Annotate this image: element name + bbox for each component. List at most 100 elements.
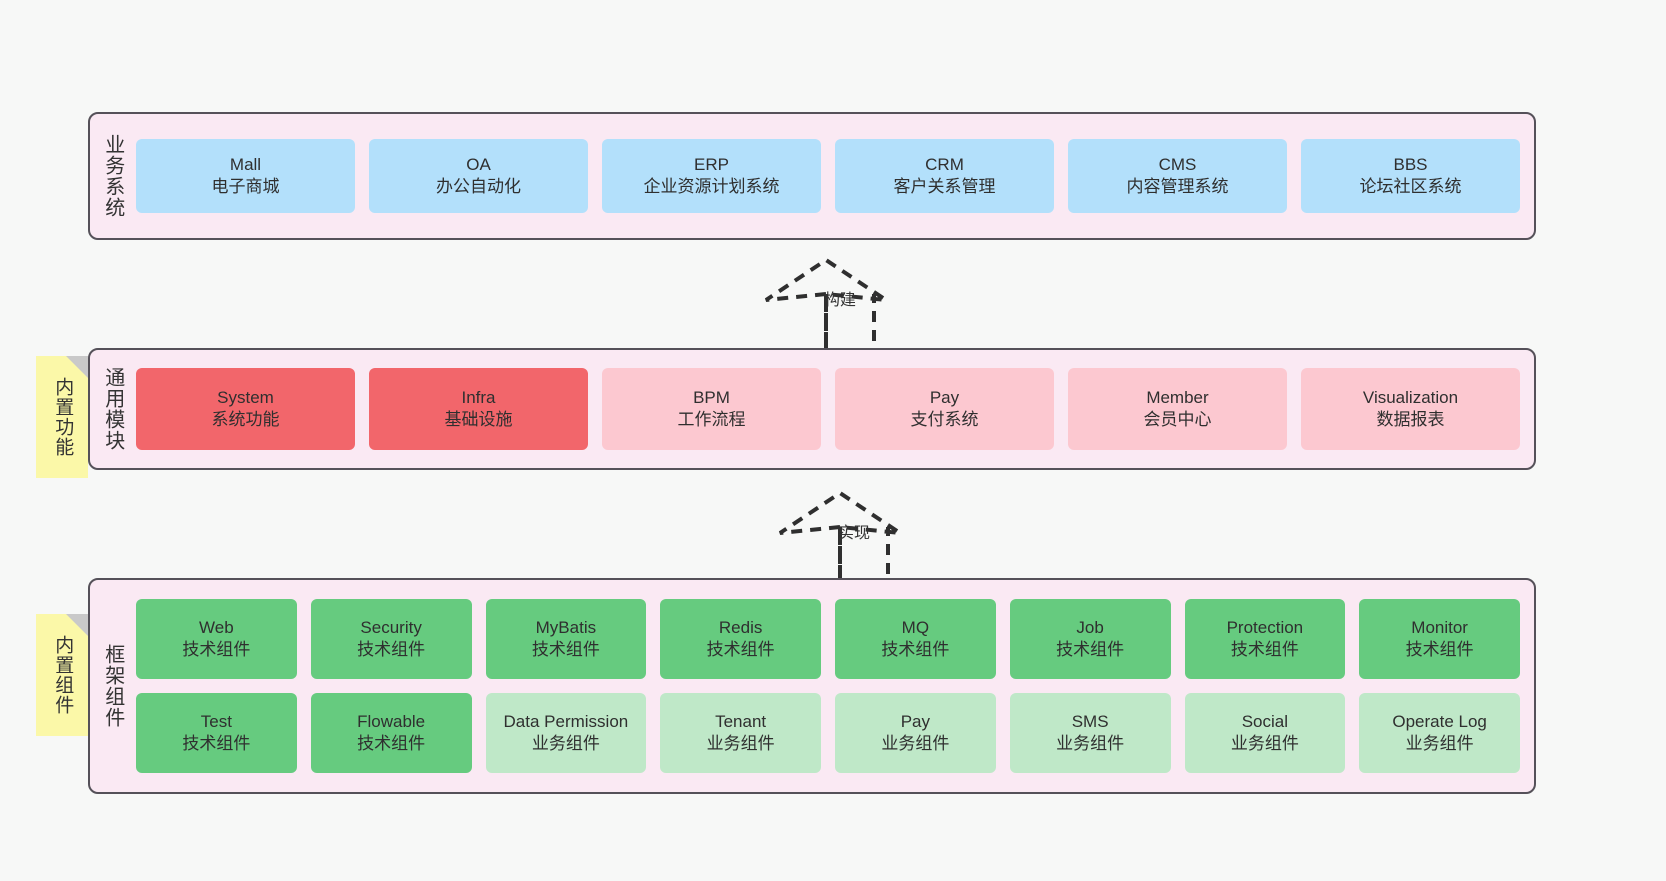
node-label-cn: 业务组件 <box>1405 734 1474 753</box>
connector-realize: 实现 <box>770 489 930 589</box>
node-bpm[interactable]: BPM 工作流程 <box>602 368 821 450</box>
node-label-cn: 办公自动化 <box>436 177 521 196</box>
node-monitor[interactable]: Monitor 技术组件 <box>1359 599 1520 679</box>
node-label-cn: 技术组件 <box>182 640 251 659</box>
node-mybatis[interactable]: MyBatis 技术组件 <box>485 599 647 679</box>
layer-common-module: 通用模块 System 系统功能 Infra 基础设施 BPM 工作流程 Pay… <box>88 348 1536 470</box>
note-fold-corner-icon <box>66 614 88 636</box>
node-label-cn: 技术组件 <box>1056 640 1125 659</box>
node-label-en: CMS <box>1158 154 1197 174</box>
node-label-en: MQ <box>901 617 930 637</box>
connector-build: 构建 <box>756 256 916 356</box>
node-redis[interactable]: Redis 技术组件 <box>660 599 821 679</box>
node-label-en: Operate Log <box>1392 711 1487 731</box>
node-cms[interactable]: CMS 内容管理系统 <box>1068 139 1287 213</box>
node-label-en: Pay <box>900 711 931 731</box>
node-system[interactable]: System 系统功能 <box>136 368 355 450</box>
node-oa[interactable]: OA 办公自动化 <box>369 139 588 213</box>
node-label-en: Mall <box>229 154 262 174</box>
layer-body-framework-component: Web 技术组件 Security 技术组件 MyBatis 技术组件 Redi… <box>134 580 1534 792</box>
layer-business-system: 业务系统 Mall 电子商城 OA 办公自动化 ERP 企业资源计划系统 CRM… <box>88 112 1536 240</box>
node-label-cn: 业务组件 <box>1230 734 1299 753</box>
node-label-en: Member <box>1146 387 1209 407</box>
node-label-cn: 技术组件 <box>531 640 600 659</box>
connector-build-label: 构建 <box>824 292 857 309</box>
node-label-cn: 支付系统 <box>910 410 979 429</box>
node-label-cn: 系统功能 <box>211 410 280 429</box>
node-label-en: Protection <box>1226 617 1304 637</box>
node-flowable[interactable]: Flowable 技术组件 <box>310 693 472 773</box>
node-label-en: Test <box>200 711 232 731</box>
node-operate-log[interactable]: Operate Log 业务组件 <box>1359 693 1520 773</box>
connector-realize-arrow <box>778 490 902 585</box>
node-mall[interactable]: Mall 电子商城 <box>136 139 355 213</box>
note-builtin-function-label: 内置功能 <box>52 377 74 457</box>
node-label-cn: 电子商城 <box>211 177 280 196</box>
node-label-cn: 会员中心 <box>1143 410 1212 429</box>
node-infra[interactable]: Infra 基础设施 <box>369 368 588 450</box>
node-pay-module[interactable]: Pay 支付系统 <box>835 368 1054 450</box>
framework-row-technical: Web 技术组件 Security 技术组件 MyBatis 技术组件 Redi… <box>136 599 1520 679</box>
node-label-en: System <box>217 387 274 407</box>
node-label-cn: 技术组件 <box>357 734 426 753</box>
connector-realize-label: 实现 <box>838 525 871 542</box>
node-security[interactable]: Security 技术组件 <box>310 599 472 679</box>
node-sms[interactable]: SMS 业务组件 <box>1009 693 1171 773</box>
node-label-en: SMS <box>1071 711 1109 731</box>
node-member[interactable]: Member 会员中心 <box>1068 368 1287 450</box>
node-label-cn: 企业资源计划系统 <box>643 177 780 196</box>
note-builtin-component: 内置组件 <box>36 614 88 736</box>
node-label-en: Infra <box>461 387 496 407</box>
node-test[interactable]: Test 技术组件 <box>136 693 297 773</box>
node-pay-component[interactable]: Pay 业务组件 <box>835 693 996 773</box>
layer-framework-component: 框架组件 Web 技术组件 Security 技术组件 MyBatis 技术组件… <box>88 578 1536 794</box>
node-label-en: Security <box>360 617 422 637</box>
node-label-en: Job <box>1076 617 1104 637</box>
node-label-en: ERP <box>694 154 729 174</box>
node-label-cn: 技术组件 <box>706 640 775 659</box>
node-label-cn: 业务组件 <box>881 734 950 753</box>
layer-title-business-system: 业务系统 <box>101 134 124 218</box>
node-label-en: Tenant <box>715 711 767 731</box>
node-label-cn: 内容管理系统 <box>1126 177 1229 196</box>
layer-body-common-module: System 系统功能 Infra 基础设施 BPM 工作流程 Pay 支付系统… <box>134 350 1534 468</box>
layer-title-framework-component: 框架组件 <box>101 644 124 728</box>
connector-build-arrow <box>764 257 888 352</box>
node-label-en: Redis <box>718 617 763 637</box>
node-label-cn: 技术组件 <box>182 734 251 753</box>
node-label-cn: 基础设施 <box>444 410 513 429</box>
node-label-cn: 技术组件 <box>1405 640 1474 659</box>
node-label-en: Data Permission <box>503 711 629 731</box>
layer-body-business-system: Mall 电子商城 OA 办公自动化 ERP 企业资源计划系统 CRM 客户关系… <box>134 114 1534 238</box>
node-label-en: MyBatis <box>535 617 597 637</box>
node-label-en: OA <box>466 154 491 174</box>
note-builtin-function: 内置功能 <box>36 356 88 478</box>
node-erp[interactable]: ERP 企业资源计划系统 <box>602 139 821 213</box>
node-protection[interactable]: Protection 技术组件 <box>1184 599 1346 679</box>
node-label-cn: 数据报表 <box>1376 410 1445 429</box>
note-builtin-component-label: 内置组件 <box>52 635 74 715</box>
node-crm[interactable]: CRM 客户关系管理 <box>835 139 1054 213</box>
node-label-cn: 技术组件 <box>1230 640 1299 659</box>
note-fold-corner-icon <box>66 356 88 378</box>
framework-row-business: Test 技术组件 Flowable 技术组件 Data Permission … <box>136 693 1520 773</box>
node-label-cn: 客户关系管理 <box>893 177 996 196</box>
node-label-cn: 工作流程 <box>677 410 746 429</box>
node-label-en: Social <box>1241 711 1289 731</box>
node-social[interactable]: Social 业务组件 <box>1184 693 1346 773</box>
node-label-en: Pay <box>929 387 960 407</box>
node-visualization[interactable]: Visualization 数据报表 <box>1301 368 1520 450</box>
node-label-en: Flowable <box>357 711 426 731</box>
node-label-cn: 技术组件 <box>357 640 426 659</box>
node-label-en: Web <box>199 617 234 637</box>
node-label-en: Visualization <box>1362 387 1459 407</box>
node-bbs[interactable]: BBS 论坛社区系统 <box>1301 139 1520 213</box>
node-label-cn: 业务组件 <box>706 734 775 753</box>
node-web[interactable]: Web 技术组件 <box>136 599 297 679</box>
node-data-permission[interactable]: Data Permission 业务组件 <box>485 693 647 773</box>
node-mq[interactable]: MQ 技术组件 <box>835 599 996 679</box>
node-job[interactable]: Job 技术组件 <box>1009 599 1171 679</box>
node-label-en: BBS <box>1393 154 1428 174</box>
node-label-cn: 论坛社区系统 <box>1359 177 1462 196</box>
node-tenant[interactable]: Tenant 业务组件 <box>660 693 821 773</box>
